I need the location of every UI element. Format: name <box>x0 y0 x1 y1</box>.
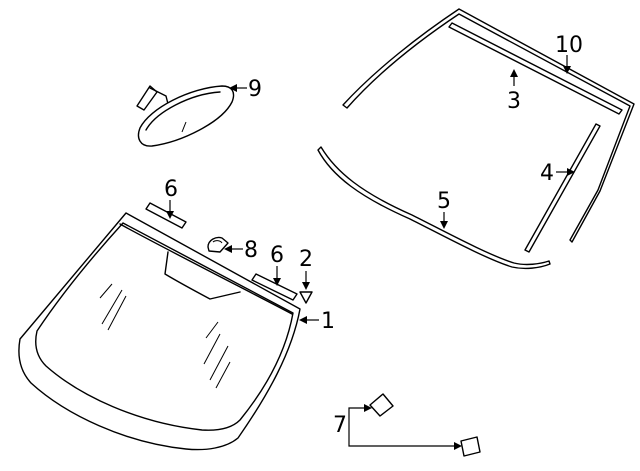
callout-leaders <box>166 55 575 324</box>
sensor-assembly <box>348 393 481 457</box>
callout-2: 2 <box>299 247 313 272</box>
clip <box>207 236 229 253</box>
upper-seal-strip <box>448 22 623 115</box>
rear-view-mirror <box>136 85 235 147</box>
moulding-strip-left <box>145 202 187 229</box>
callout-6-left: 6 <box>164 177 178 202</box>
windshield-glass <box>18 212 301 451</box>
callout-3: 3 <box>507 89 521 114</box>
callout-1: 1 <box>321 309 335 334</box>
callout-10: 10 <box>555 33 583 58</box>
moulding-strip-right <box>251 273 298 301</box>
callout-7: 7 <box>333 413 347 438</box>
callout-9: 9 <box>248 77 262 102</box>
callout-4: 4 <box>540 161 554 186</box>
side-seal-strip <box>524 123 601 253</box>
callout-8: 8 <box>244 238 258 263</box>
upper-moulding <box>342 8 635 243</box>
callout-6-right: 6 <box>270 243 284 268</box>
bracket <box>299 291 313 304</box>
callout-5: 5 <box>437 189 451 214</box>
lower-seal <box>317 146 551 270</box>
